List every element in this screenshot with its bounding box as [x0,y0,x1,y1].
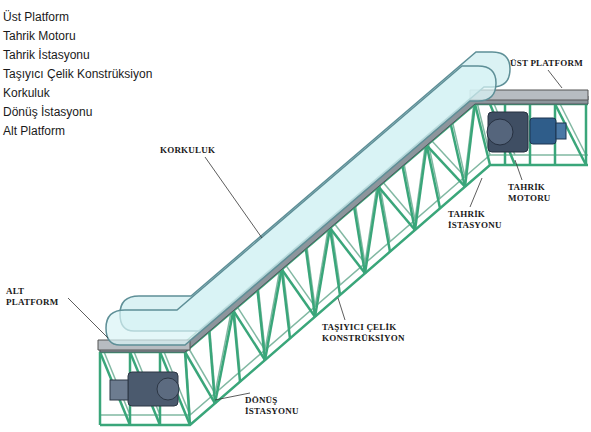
truss-member [465,104,475,187]
return-station [110,372,179,406]
truss-member [555,104,586,165]
part-label: ÜST PLATFORM [510,58,586,69]
legend-list-item: Tahrik İstasyonu [3,48,90,62]
truss-member [354,207,365,273]
truss-member [100,352,130,425]
truss-member [306,249,315,317]
part-label: TAŞIYICI ÇELİK KONSTRÜKSİYON [322,322,414,344]
truss-member [258,290,266,360]
part-label: TAHRİK İSTASYONU [448,209,510,231]
legend-list-item: Üst Platform [3,10,69,24]
legend-list-item: Taşıyıcı Çelik Konstrüksiyon [3,67,152,81]
legend-list-item: Dönüş İstasyonu [3,105,92,119]
leader-lines [68,70,562,400]
truss-member [378,187,390,252]
legend-list-item: Korkuluk [3,86,50,100]
legend-list-item: Tahrik Motoru [3,29,76,43]
truss-member [365,187,378,274]
balustrade-near [106,66,496,345]
truss-member [315,228,330,317]
truss-member [415,145,427,230]
truss-member [451,125,465,187]
truss-member [209,331,215,403]
truss-member [99,352,102,425]
legend-list-item: Alt Platform [3,124,65,138]
part-label: KORKULUK [160,145,220,156]
truss-member [427,145,440,208]
drive-station [487,112,566,152]
truss-member [265,269,282,360]
truss-member [403,166,416,230]
part-label: DÖNÜŞ İSTASYONU [245,395,315,417]
truss-member [585,104,588,165]
truss-back [100,94,588,415]
steel-truss [100,104,588,425]
part-label: TAHRİK MOTORU [508,182,560,204]
part-label: ALT PLATFORM [6,286,78,308]
